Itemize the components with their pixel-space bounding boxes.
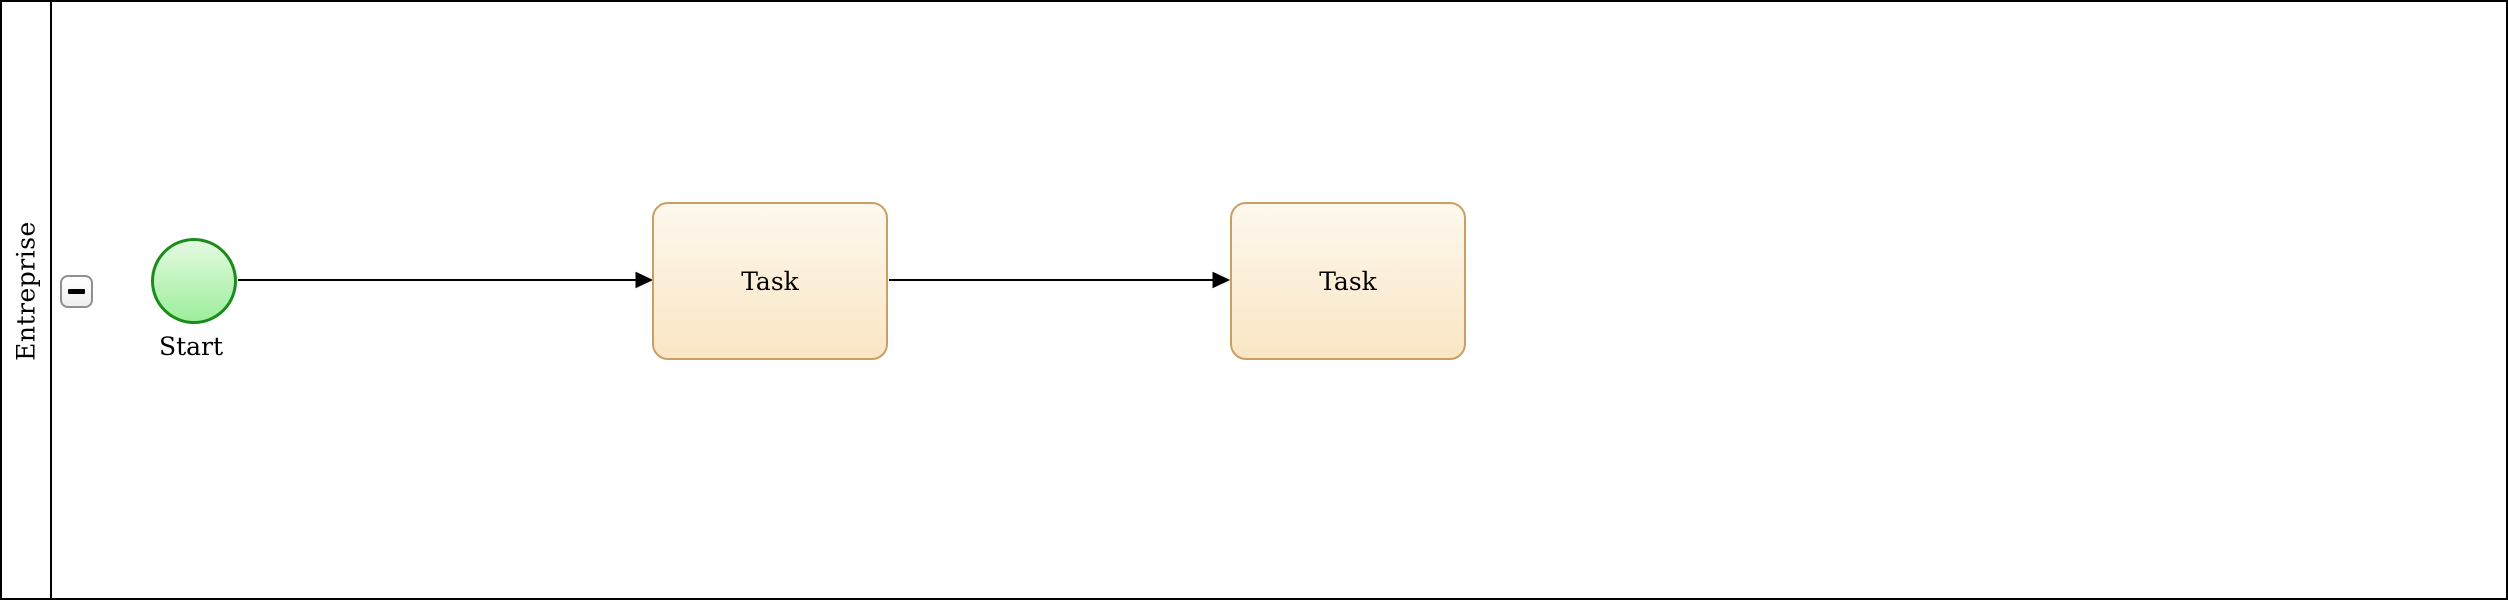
task-1-label: Task: [741, 266, 799, 296]
task-2[interactable]: Task: [1230, 202, 1466, 360]
task-2-label: Task: [1319, 266, 1377, 296]
start-event[interactable]: [151, 238, 237, 324]
minus-icon: [68, 289, 85, 294]
collapse-button[interactable]: [60, 275, 93, 308]
pool-label-band[interactable]: Entreprise: [0, 0, 52, 600]
start-event-label: Start: [158, 332, 224, 361]
sequence-flow-start-to-task1[interactable]: [238, 271, 654, 289]
task-1[interactable]: Task: [652, 202, 888, 360]
sequence-flow-task1-to-task2[interactable]: [889, 271, 1231, 289]
